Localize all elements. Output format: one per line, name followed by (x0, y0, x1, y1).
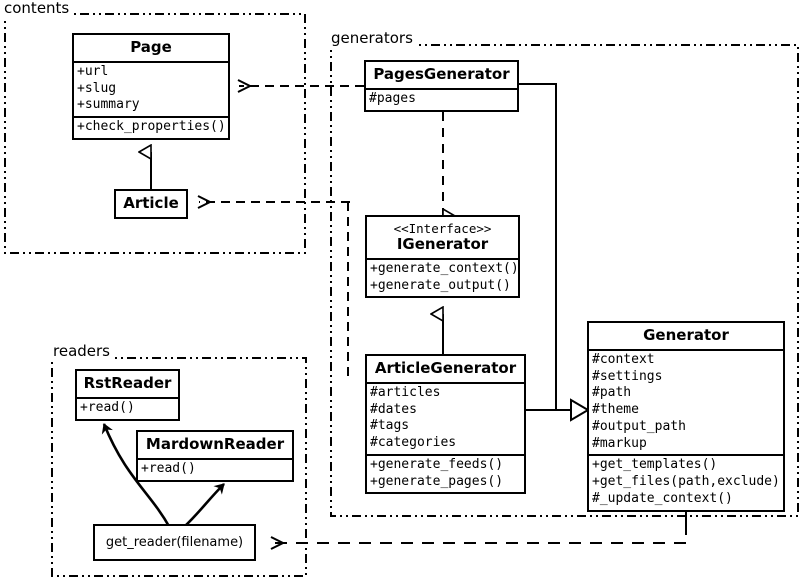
class-title-article: Article (123, 194, 179, 212)
relation-articlegenerator-generalizes-generator (526, 398, 590, 422)
attribute-item: #output_path (592, 418, 686, 434)
method-item: +generate_output() (370, 277, 511, 293)
function-box-get-reader[interactable]: get_reader(filename) (93, 524, 256, 561)
class-title-mardown-reader: MardownReader (145, 435, 285, 453)
class-methods-igenerator: +generate_context() +generate_output() (367, 257, 519, 297)
attribute-item: #categories (370, 435, 457, 451)
class-methods-rst-reader: +read() (77, 396, 178, 419)
class-methods-page: +check_properties() (74, 116, 228, 138)
attribute-item: #dates (370, 401, 417, 417)
attribute-item: #context (592, 351, 655, 367)
method-item: +generate_feeds() (370, 456, 504, 472)
relation-articlegenerator-depends-article (199, 202, 350, 380)
package-label-readers: readers (51, 342, 112, 360)
relation-getreader-calls-mardownreader (182, 483, 225, 529)
class-box-article[interactable]: Article (114, 189, 188, 219)
class-stereotype-igenerator: <<Interface>> (393, 221, 492, 236)
class-title-generator: Generator (643, 326, 729, 344)
class-attributes-pages-generator: #pages (366, 87, 517, 110)
class-title-article-generator: ArticleGenerator (374, 359, 517, 377)
class-box-page[interactable]: Page +url +slug +summary +check_properti… (72, 33, 230, 140)
class-box-igenerator[interactable]: <<Interface>> IGenerator +generate_conte… (365, 215, 520, 299)
relation-pagesgenerator-generalizes-generator (519, 83, 572, 411)
attribute-item: #articles (370, 384, 441, 400)
class-attributes-article-generator: #articles #dates #tags #categories (367, 381, 524, 454)
class-methods-generator: +get_templates() +get_files(path,exclude… (589, 454, 783, 509)
function-label-get-reader: get_reader(filename) (105, 535, 244, 550)
attribute-item: #settings (592, 368, 663, 384)
method-item: +get_files(path,exclude) (592, 474, 780, 490)
class-methods-article-generator: +generate_feeds() +generate_pages() (367, 453, 524, 493)
class-box-pages-generator[interactable]: PagesGenerator #pages (364, 60, 519, 112)
class-box-generator[interactable]: Generator #context #settings #path #them… (587, 321, 785, 512)
class-methods-mardown-reader: +read() (138, 457, 292, 480)
attribute-item: +url (77, 63, 109, 79)
class-title-pages-generator: PagesGenerator (373, 65, 510, 83)
class-attributes-generator: #context #settings #path #theme #output_… (589, 348, 783, 455)
class-box-mardown-reader[interactable]: MardownReader +read() (136, 430, 294, 482)
method-item: +read() (80, 399, 135, 415)
method-item: +get_templates() (592, 457, 718, 473)
method-item: #_update_context() (592, 490, 733, 506)
attribute-item: #path (592, 385, 632, 401)
class-box-rst-reader[interactable]: RstReader +read() (75, 369, 180, 421)
package-label-contents: contents (2, 0, 72, 17)
attribute-item: +slug (77, 80, 117, 96)
class-title-rst-reader: RstReader (83, 374, 172, 392)
class-attributes-page: +url +slug +summary (74, 60, 228, 116)
class-name-igenerator: IGenerator (396, 235, 489, 253)
method-item: +generate_pages() (370, 473, 504, 489)
attribute-item: #tags (370, 418, 410, 434)
class-title-igenerator: <<Interface>> IGenerator (367, 217, 518, 258)
method-item: +check_properties() (77, 119, 226, 135)
method-item: +generate_context() (370, 260, 519, 276)
attribute-item: #markup (592, 435, 647, 451)
attribute-item: +summary (77, 97, 140, 113)
attribute-item: #pages (369, 90, 416, 106)
method-item: +read() (141, 460, 196, 476)
class-box-article-generator[interactable]: ArticleGenerator #articles #dates #tags … (365, 354, 526, 495)
attribute-item: #theme (592, 402, 639, 418)
package-label-generators: generators (329, 29, 415, 47)
class-title-page: Page (130, 38, 172, 56)
